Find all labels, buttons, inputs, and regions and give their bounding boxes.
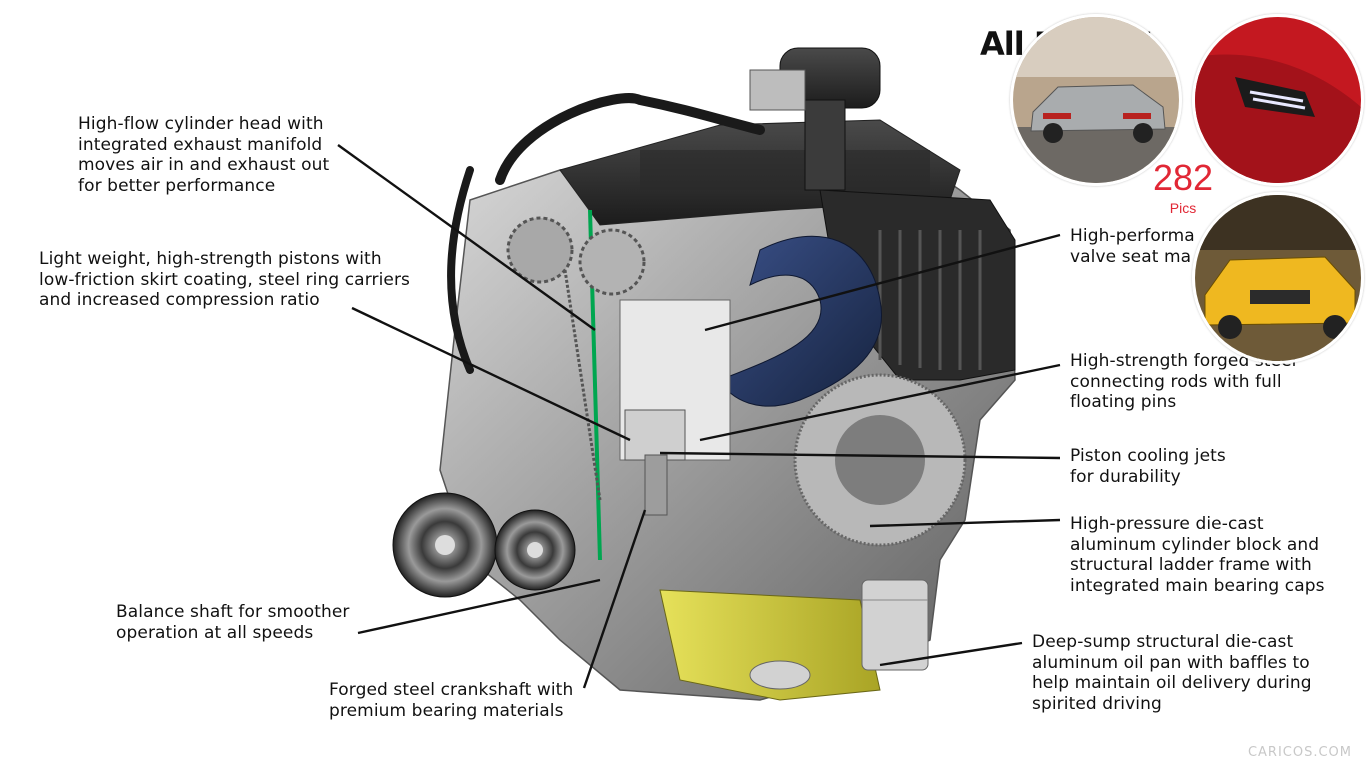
- callout-oil-pan: Deep-sump structural die-cast aluminum o…: [1032, 632, 1312, 714]
- callout-crankshaft: Forged steel crankshaft with premium bea…: [329, 680, 574, 721]
- oil-filter: [861, 579, 929, 671]
- callout-cooling-jets: Piston cooling jets for durability: [1070, 446, 1226, 487]
- oil-pan: [659, 589, 881, 701]
- valve-cover-ribs: [640, 150, 930, 190]
- gallery-thumb-red-mustang[interactable]: [1192, 14, 1364, 186]
- callout-cylinder-head: High-flow cylinder head with integrated …: [78, 114, 330, 196]
- connecting-rod: [644, 454, 668, 516]
- watermark: CARICOS.COM: [1247, 745, 1352, 760]
- piston: [624, 409, 686, 461]
- picture-count-label[interactable]: Pics: [1169, 200, 1197, 216]
- cam-sprocket-intake: [506, 216, 574, 284]
- picture-count[interactable]: 282: [1152, 157, 1214, 198]
- callout-pistons: Light weight, high-strength pistons with…: [39, 249, 411, 310]
- callout-valve-seat: High-performa valve seat ma: [1070, 226, 1195, 267]
- car-photo-icon: [1195, 195, 1361, 361]
- callout-cylinder-block: High-pressure die-cast aluminum cylinder…: [1070, 514, 1325, 596]
- callout-balance-shaft: Balance shaft for smoother operation at …: [116, 602, 350, 643]
- coolant-hose: [495, 93, 765, 185]
- cam-sprocket-exhaust: [578, 228, 646, 296]
- car-photo-icon: [1195, 17, 1361, 183]
- gallery-thumb-yellow-mustang[interactable]: [1192, 192, 1364, 364]
